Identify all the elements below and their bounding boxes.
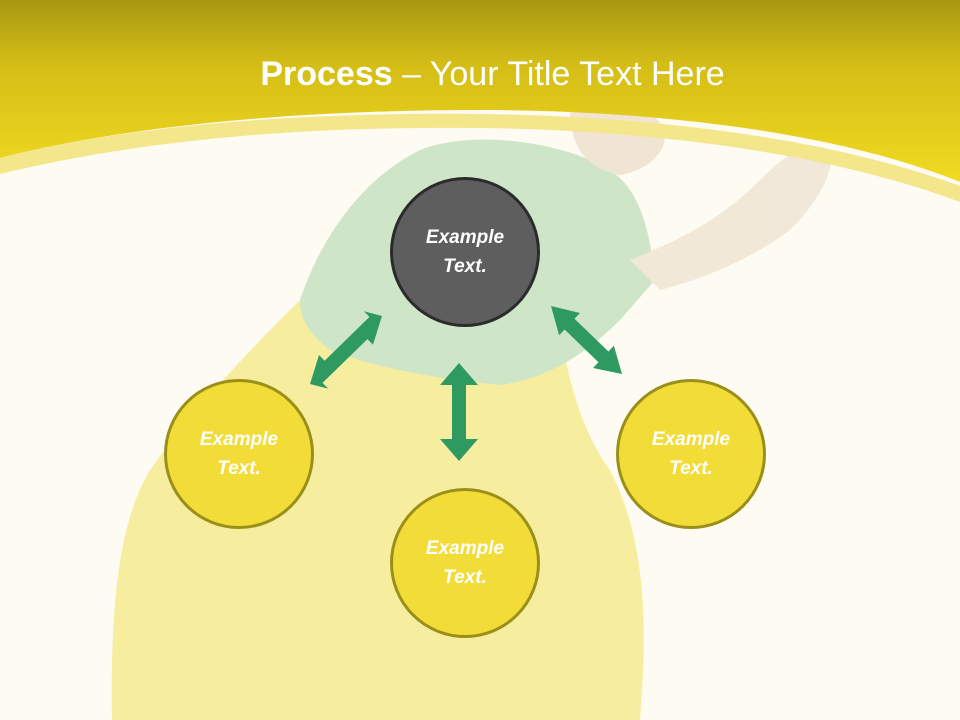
page-title: Process – Your Title Text Here bbox=[0, 52, 960, 96]
arrow-center-down bbox=[440, 363, 478, 461]
header-band bbox=[0, 0, 960, 202]
node-text-line1: Example bbox=[199, 429, 279, 450]
title-bold: Process bbox=[260, 55, 393, 93]
title-rest: – Your Title Text Here bbox=[392, 55, 725, 93]
node-text-line1: Example bbox=[425, 227, 505, 248]
node-text-line2: Text. bbox=[443, 567, 487, 588]
arrow-center-left bbox=[310, 311, 382, 389]
node-text-line2: Text. bbox=[669, 458, 713, 479]
connector-arrows bbox=[310, 306, 622, 461]
node-text-line2: Text. bbox=[217, 458, 261, 479]
node-text-line1: Example bbox=[651, 429, 731, 450]
node-text-line1: Example bbox=[425, 538, 505, 559]
arrow-center-right bbox=[551, 306, 622, 374]
node-text-line2: Text. bbox=[443, 256, 487, 277]
